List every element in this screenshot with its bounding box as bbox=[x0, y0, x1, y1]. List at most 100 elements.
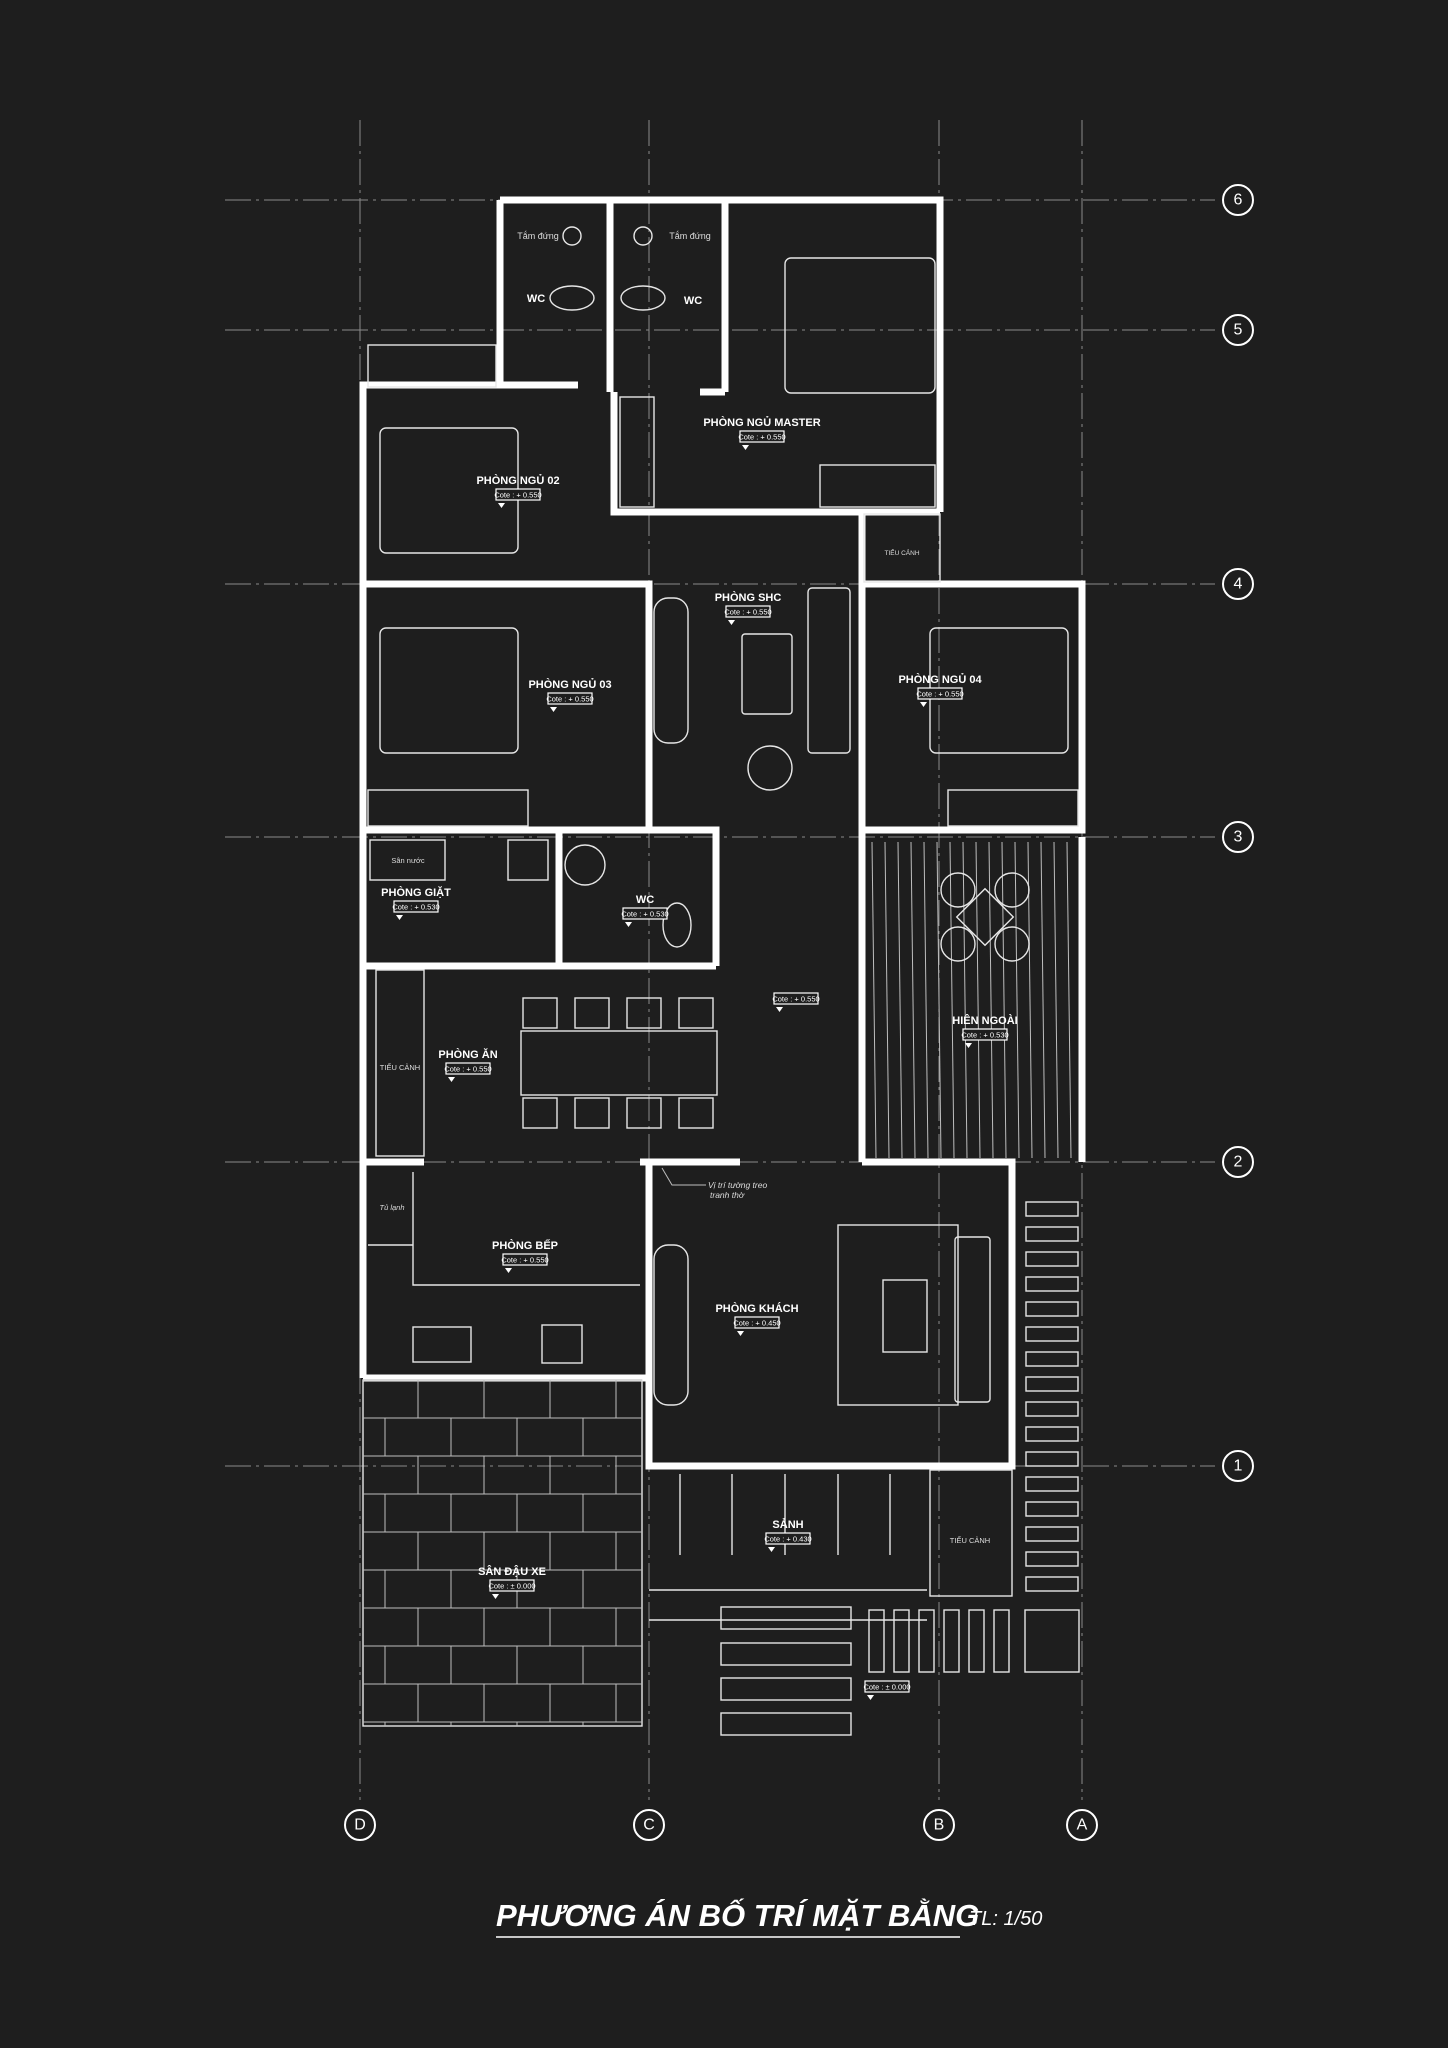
cote-label: Cote : + 0.450 bbox=[733, 1319, 780, 1328]
deck-line bbox=[871, 841, 877, 1159]
svg-text:B: B bbox=[934, 1817, 945, 1834]
room-name: PHÒNG BẾP bbox=[492, 1239, 558, 1252]
dining-chairs bbox=[522, 997, 714, 1129]
label-tuong-treo-1: Vị trí tường treo bbox=[708, 1180, 767, 1190]
paver bbox=[943, 1609, 960, 1673]
grid-bubble-4: 4 bbox=[1222, 568, 1254, 600]
terrace-deck bbox=[871, 841, 1072, 1159]
leader-line bbox=[661, 1167, 706, 1186]
deck-line bbox=[1053, 841, 1059, 1159]
svg-text:5: 5 bbox=[1234, 322, 1243, 339]
room-name: SÂN ĐẬU XE bbox=[478, 1565, 546, 1578]
toilet-wc1 bbox=[549, 285, 595, 311]
tv-console-shc bbox=[653, 597, 689, 744]
outside-cote: Cote : ± 0.000 bbox=[863, 1680, 911, 1700]
stair-tread bbox=[1025, 1251, 1079, 1267]
deck-line bbox=[1014, 841, 1020, 1159]
landscape-small bbox=[863, 513, 941, 583]
deck-line bbox=[1040, 841, 1046, 1159]
svg-text:6: 6 bbox=[1234, 192, 1243, 209]
front-step bbox=[720, 1606, 852, 1630]
label-wc-2: WC bbox=[684, 295, 702, 307]
entrance-steps bbox=[649, 1589, 927, 1621]
paver bbox=[968, 1609, 985, 1673]
landscape-entrance bbox=[929, 1469, 1013, 1597]
cote-label: Cote : + 0.550 bbox=[724, 608, 771, 617]
terrace-chair bbox=[994, 872, 1030, 908]
bed-master bbox=[784, 257, 936, 394]
grid-bubble-2: 2 bbox=[1222, 1146, 1254, 1178]
dining-table bbox=[520, 1030, 718, 1096]
svg-text:1: 1 bbox=[1234, 1458, 1243, 1475]
svg-text:A: A bbox=[1077, 1817, 1088, 1834]
room-an: PHÒNG ĂN Cote : + 0.550 bbox=[438, 1048, 498, 1082]
cote-label: Cote : + 0.550 bbox=[916, 690, 963, 699]
svg-text:C: C bbox=[643, 1817, 655, 1834]
label-tieu-canh-1: TIỂU CẢNH bbox=[380, 1063, 420, 1072]
svg-text:4: 4 bbox=[1234, 576, 1243, 593]
paver bbox=[918, 1609, 935, 1673]
cote-label: Cote : + 0.430 bbox=[764, 1535, 811, 1544]
room-hien-ngoai: HIÊN NGOÀI Cote : + 0.530 bbox=[952, 1014, 1018, 1048]
drawing-scale: TL: 1/50 bbox=[969, 1908, 1042, 1930]
stair-tread bbox=[1025, 1576, 1079, 1592]
wardrobe-pn03 bbox=[367, 789, 529, 827]
grid-bubble-1: 1 bbox=[1222, 1450, 1254, 1482]
stair-tread bbox=[1025, 1451, 1079, 1467]
stair-tread bbox=[1025, 1551, 1079, 1567]
grid-bubble-6: 6 bbox=[1222, 184, 1254, 216]
deck-line bbox=[962, 841, 968, 1159]
stair-tread bbox=[1025, 1301, 1079, 1317]
stair-tread bbox=[1025, 1226, 1079, 1242]
room-khach: PHÒNG KHÁCH Cote : + 0.450 bbox=[715, 1302, 799, 1336]
grid-bubble-c: C bbox=[633, 1809, 665, 1841]
room-sanh: SẢNH Cote : + 0.430 bbox=[764, 1518, 812, 1552]
room-name: PHÒNG ĂN bbox=[438, 1048, 497, 1061]
label-wc-1: WC bbox=[527, 293, 545, 305]
room-name: PHÒNG SHC bbox=[715, 591, 782, 604]
sofa-khach bbox=[954, 1236, 991, 1403]
stair-tread bbox=[1025, 1426, 1079, 1442]
room-name: PHÒNG GIẶT bbox=[381, 886, 451, 899]
cote-label: Cote : + 0.550 bbox=[501, 1256, 548, 1265]
deck-line bbox=[1001, 841, 1007, 1159]
room-wc3: WC Cote : + 0.530 bbox=[621, 894, 669, 927]
sink bbox=[412, 1326, 472, 1363]
furniture bbox=[367, 226, 1080, 1736]
grid-bubble-3: 3 bbox=[1222, 821, 1254, 853]
rug-khach bbox=[837, 1224, 959, 1406]
front-pavers bbox=[868, 1609, 1080, 1673]
dining-chair bbox=[574, 997, 610, 1029]
cote-label: Cote : + 0.550 bbox=[546, 695, 593, 704]
terrace-table bbox=[955, 887, 1015, 947]
deck-line bbox=[975, 841, 981, 1159]
parking-paving bbox=[362, 1379, 643, 1727]
stair-tread bbox=[1025, 1326, 1079, 1342]
stair-tread bbox=[1025, 1526, 1079, 1542]
stove bbox=[541, 1324, 583, 1364]
terrace-chair bbox=[994, 926, 1030, 962]
room-name: HIÊN NGOÀI bbox=[952, 1014, 1017, 1027]
landscape-strip bbox=[375, 969, 425, 1157]
wardrobe-pn04 bbox=[947, 789, 1079, 827]
paver bbox=[893, 1609, 910, 1673]
room-bep: PHÒNG BẾP Cote : + 0.550 bbox=[492, 1239, 558, 1273]
stair bbox=[619, 396, 655, 508]
toilet-wc3 bbox=[662, 902, 692, 948]
dining-chair bbox=[574, 1097, 610, 1129]
stair-tread bbox=[1025, 1376, 1079, 1392]
deck-line bbox=[1066, 841, 1072, 1159]
svg-text:2: 2 bbox=[1234, 1154, 1243, 1171]
deck-line bbox=[923, 841, 929, 1159]
svg-text:3: 3 bbox=[1234, 829, 1243, 846]
room-name: SẢNH bbox=[772, 1518, 803, 1531]
drawing-title: PHƯƠNG ÁN BỐ TRÍ MẶT BẰNG bbox=[496, 1897, 979, 1933]
room-giat: PHÒNG GIẶT Cote : + 0.530 bbox=[381, 886, 451, 920]
stair-tread bbox=[1025, 1276, 1079, 1292]
shower-wc1 bbox=[562, 226, 582, 246]
cote-label: Cote : + 0.530 bbox=[392, 903, 439, 912]
label-tuong-treo-2: tranh thờ bbox=[710, 1190, 745, 1200]
cote-label: Cote : + 0.530 bbox=[961, 1031, 1008, 1040]
room-name: PHÒNG KHÁCH bbox=[715, 1302, 798, 1315]
